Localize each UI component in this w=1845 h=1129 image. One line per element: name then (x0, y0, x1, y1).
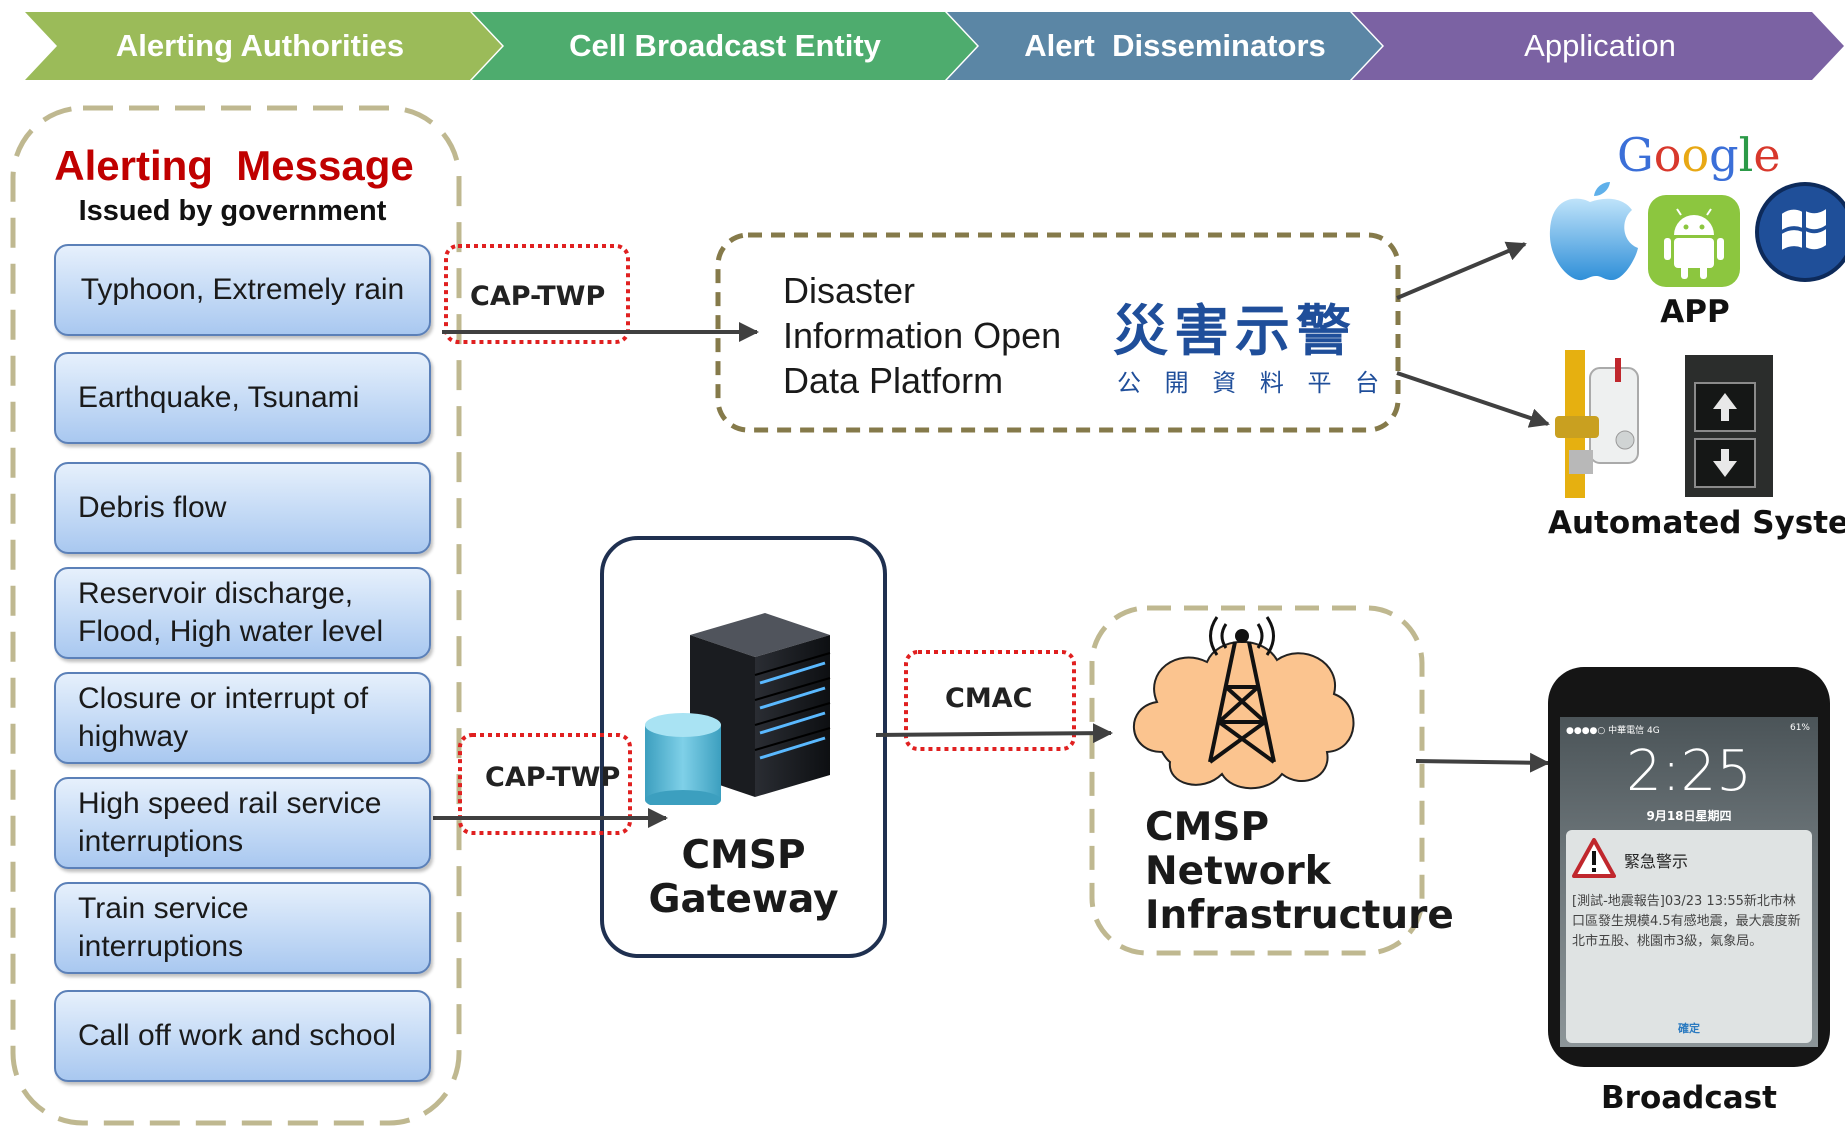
elevator-buttons-icon (1685, 355, 1773, 497)
phone-alert-body: [測試-地震報告]03/23 13:55新北市林口區發生規模4.5有感地震，最大… (1572, 894, 1801, 949)
cmac-box (904, 650, 1076, 751)
phone-device: ●●●●○ 中華電信 4G 61% 2:25 9月18日星期四 緊急警示 [測試… (1548, 667, 1830, 1067)
chevron-cell-broadcast-entity (472, 12, 977, 80)
phone-battery: 61% (1789, 723, 1810, 733)
phone-time: 2:25 (1626, 739, 1752, 804)
broadcast-label: Broadcast (1601, 1080, 1777, 1116)
arrow-to-app (1396, 241, 1527, 300)
google-wordmark: Google (1617, 128, 1781, 182)
apple-logo-icon (1549, 182, 1638, 281)
phone-alert-card: 緊急警示 [測試-地震報告]03/23 13:55新北市林口區發生規模4.5有感… (1566, 830, 1812, 1043)
alert-type-train: Train service interruptions (54, 882, 431, 974)
phone-confirm-button[interactable]: 確定 (1678, 1022, 1700, 1035)
alerting-message-subtitle: Issued by government (78, 195, 387, 227)
phone-carrier: ●●●●○ 中華電信 4G (1566, 726, 1660, 736)
chevron-alerting-authorities (25, 12, 502, 80)
cap-twp-top-label: CAP-TWP (470, 281, 606, 312)
stage-label-alerting-authorities: Alerting Authorities (115, 28, 405, 63)
open-data-platform-outline (715, 232, 1401, 433)
cap-twp-bottom-box (458, 733, 632, 835)
alert-type-typhoon: Typhoon, Extremely rain (54, 244, 431, 336)
warning-icon (1572, 838, 1616, 878)
cell-tower-cloud-icon (1132, 616, 1355, 790)
cmac-label: CMAC (945, 683, 1033, 714)
arrow-to-network (875, 723, 1113, 744)
windows-logo-icon (1755, 182, 1845, 282)
alerting-message-group-outline (10, 105, 462, 1126)
google-logo: Google (1617, 128, 1781, 182)
cap-twp-top-box (444, 244, 630, 344)
phone-alert-title: 緊急警示 (1624, 852, 1689, 871)
arrow-to-broadcast (1415, 752, 1550, 773)
alert-type-work-school: Call off work and school (54, 990, 431, 1082)
gas-valve-icon (1555, 350, 1639, 498)
stage-chevrons (25, 12, 1844, 80)
chevron-application (1352, 12, 1844, 80)
cmsp-network-outline (1089, 605, 1425, 956)
alert-type-earthquake: Earthquake, Tsunami (54, 352, 431, 444)
alert-type-reservoir: Reservoir discharge, Flood, High water l… (54, 567, 431, 659)
cmsp-network-label: CMSP Network Infrastructure (1145, 805, 1454, 938)
app-label: APP (1660, 294, 1730, 330)
phone-date: 9月18日星期四 (1646, 809, 1732, 823)
phone-screen: ●●●●○ 中華電信 4G 61% 2:25 9月18日星期四 緊急警示 [測試… (1560, 717, 1818, 1047)
cmsp-gateway-label: CMSP Gateway (648, 833, 839, 922)
chevron-alert-disseminators (947, 12, 1382, 80)
server-icon (645, 613, 831, 805)
automated-system-label: Automated System (1548, 505, 1845, 541)
alert-type-debris-flow: Debris flow (54, 462, 431, 554)
arrow-to-automated (1396, 371, 1550, 428)
alert-type-high-speed-rail: High speed rail service interruptions (54, 777, 431, 869)
open-data-platform-text: Disaster Information Open Data Platform (783, 270, 1062, 401)
disaster-alert-logo-sub: 公 開 資 料 平 台 (1117, 369, 1388, 397)
alerting-message-title: Alerting Message (54, 142, 414, 189)
cap-twp-bottom-label: CAP-TWP (485, 762, 621, 793)
alert-type-highway: Closure or interrupt of highway (54, 672, 431, 764)
stage-label-cell-broadcast-entity: Cell Broadcast Entity (569, 28, 881, 63)
stage-label-application: Application (1524, 28, 1676, 63)
disaster-alert-logo-main: 災害示警 (1113, 299, 1358, 363)
stage-label-alert-disseminators: Alert Disseminators (1024, 28, 1326, 63)
android-logo-icon (1648, 195, 1740, 287)
